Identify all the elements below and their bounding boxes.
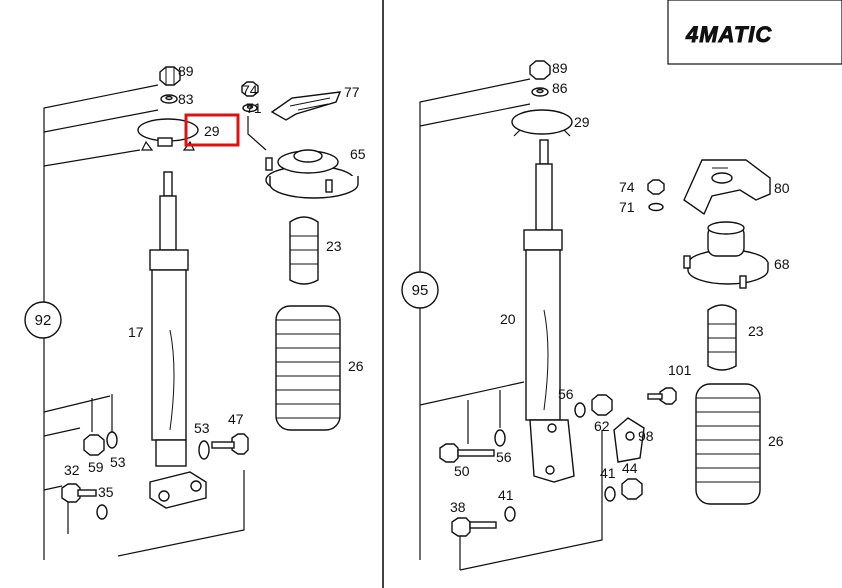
label-20: 20 [500, 311, 516, 327]
washer-83 [160, 94, 178, 104]
4matic-badge: 4MATIC [667, 0, 842, 65]
bump-stop-23-right [707, 304, 737, 371]
label-71: 71 [246, 100, 262, 116]
left-frame-bottom [117, 470, 245, 557]
label-101: 101 [668, 362, 692, 378]
nut-74-right [647, 179, 665, 195]
strut-mount-68 [683, 221, 769, 289]
label-77: 77 [344, 84, 360, 100]
left-frame-line [43, 427, 81, 437]
washer-53 [198, 440, 210, 460]
label-29: 29 [204, 123, 220, 139]
nut-89 [159, 66, 181, 86]
bolt-38 [451, 517, 497, 537]
nut-89-low [591, 394, 613, 416]
dust-boot-26-right [695, 383, 761, 505]
label-23: 23 [326, 238, 342, 254]
label-71-right: 71 [619, 199, 635, 215]
label-23-right: 23 [748, 323, 764, 339]
bolt-101 [647, 387, 677, 405]
highlight-box [184, 113, 240, 147]
bolt-50 [439, 443, 495, 463]
strut-mount-65 [265, 149, 359, 199]
clamp-ring-29 [137, 118, 199, 151]
right-assembly: 95 [401, 60, 790, 571]
group-circle-92 [24, 301, 62, 339]
group-label-92: 92 [35, 312, 52, 329]
washer-56-lower [494, 429, 506, 447]
label-86: 86 [552, 80, 568, 96]
label-83: 83 [178, 91, 194, 107]
dust-boot-26 [275, 305, 341, 431]
clamp-ring-29-right [511, 109, 573, 137]
bump-stop-23 [289, 216, 319, 285]
washer-71 [242, 103, 258, 113]
washer-41-lower [504, 506, 516, 522]
right-frame-bottom [459, 430, 603, 571]
group-label-95: 95 [412, 282, 429, 299]
nut-89-right [529, 60, 551, 80]
nut-74 [241, 81, 259, 97]
label-68: 68 [774, 256, 790, 272]
washer-86 [531, 87, 549, 97]
leader-line [247, 116, 267, 151]
nut-59 [83, 434, 105, 456]
left-frame-line [43, 109, 159, 133]
label-41-lower: 41 [498, 487, 514, 503]
label-35: 35 [98, 484, 114, 500]
label-56-lower: 56 [496, 449, 512, 465]
bracket-98 [613, 417, 645, 463]
right-frame-main [419, 78, 531, 560]
label-56: 56 [558, 386, 574, 402]
bolt-47 [211, 433, 249, 455]
right-frame-line [419, 103, 531, 127]
label-32: 32 [64, 462, 80, 478]
label-44: 44 [622, 460, 638, 476]
left-frame-line [43, 485, 63, 491]
label-53: 53 [194, 420, 210, 436]
washer-41-upper [604, 486, 616, 502]
bolt-32 [61, 483, 97, 503]
label-74: 74 [242, 82, 258, 98]
label-17: 17 [128, 324, 144, 340]
4matic-badge-text: 4MATIC [685, 22, 772, 47]
left-frame-line [43, 395, 111, 413]
label-98: 98 [638, 428, 654, 444]
plate-77 [270, 91, 342, 121]
shock-absorber-20 [523, 139, 575, 483]
label-74-right: 74 [619, 179, 635, 195]
left-assembly: 92 [24, 63, 366, 560]
label-89-right: 89 [552, 60, 568, 76]
label-59: 59 [88, 459, 104, 475]
label-47: 47 [228, 411, 244, 427]
washer-35 [96, 504, 108, 520]
label-53-lower: 53 [110, 454, 126, 470]
label-89: 89 [178, 63, 194, 79]
nut-44 [621, 478, 643, 500]
right-frame-line [419, 381, 525, 406]
label-41: 41 [600, 465, 616, 481]
washer-71-right [648, 202, 664, 212]
left-frame-line [43, 149, 141, 167]
label-26-right: 26 [768, 433, 784, 449]
washer-56-upper [574, 402, 586, 418]
left-frame-main [43, 84, 159, 560]
label-65: 65 [350, 146, 366, 162]
mount-bracket-80 [683, 159, 771, 216]
label-62: 62 [594, 418, 610, 434]
label-80: 80 [774, 180, 790, 196]
group-circle-95 [401, 271, 439, 309]
shock-absorber-17 [149, 171, 207, 509]
washer-53-lower [106, 431, 118, 449]
label-29-right: 29 [574, 114, 590, 130]
label-38: 38 [450, 499, 466, 515]
label-26: 26 [348, 358, 364, 374]
label-50: 50 [454, 463, 470, 479]
